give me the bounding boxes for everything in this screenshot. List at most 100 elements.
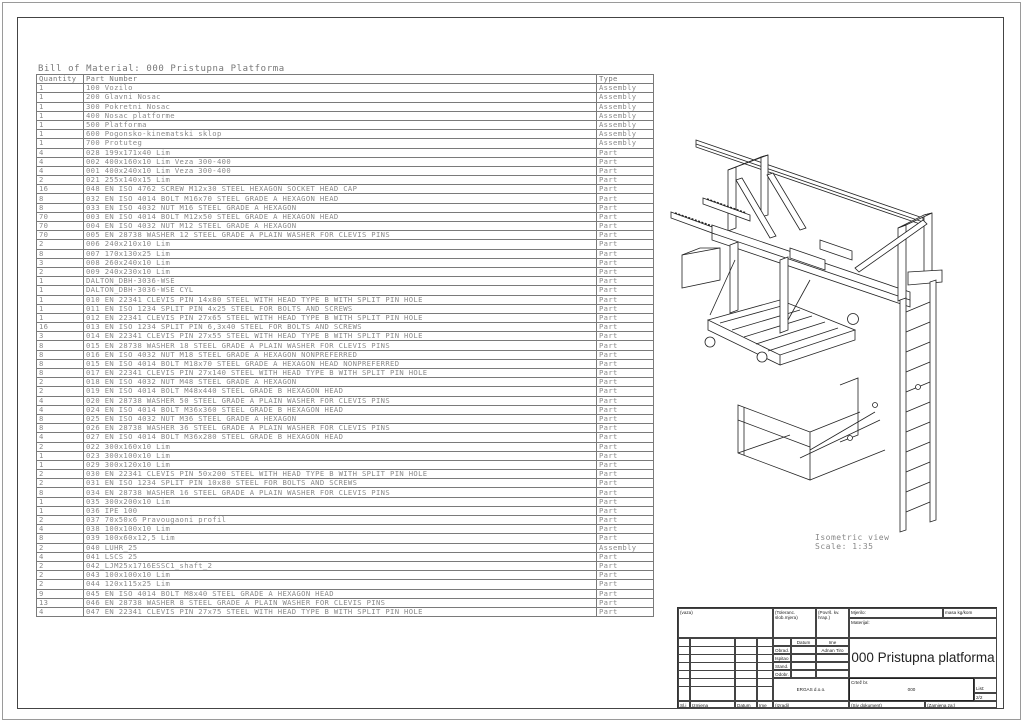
bom-type: Part xyxy=(596,423,654,434)
bom-type: Assembly xyxy=(596,119,654,131)
bom-quantity: 16 xyxy=(36,184,84,195)
bom-quantity: 8 xyxy=(36,533,84,544)
bom-part-number: 010 EN 22341 CLEVIS PIN 14x80 STEEL WITH… xyxy=(83,294,597,305)
column-header-quantity: Quantity xyxy=(36,73,84,85)
bom-part-number: 013 EN ISO 1234 SPLIT PIN 6,3x40 STEEL F… xyxy=(83,322,597,333)
bom-quantity: 16 xyxy=(36,322,84,333)
lower-platform xyxy=(737,377,921,481)
main-beam xyxy=(711,224,911,308)
title-block: (vaza) (Toleranc. slob.mjera) (Površ. kv… xyxy=(677,607,997,708)
bom-quantity: 8 xyxy=(36,193,84,204)
bom-type: Part xyxy=(596,294,654,305)
tb-izradio: (Izradi) xyxy=(773,701,849,708)
bom-quantity: 70 xyxy=(36,230,84,241)
bom-quantity: 1 xyxy=(36,92,84,103)
bom-type: Assembly xyxy=(596,110,654,121)
tb-materijal: Materijal: xyxy=(849,618,997,638)
ladder xyxy=(899,279,937,533)
bom-type: Part xyxy=(596,202,654,213)
bom-part-number: 036 IPE 100 xyxy=(83,505,597,517)
bom-part-number: 043 100x100x10 Lim xyxy=(83,570,597,581)
bom-quantity: 1 xyxy=(36,459,84,471)
tb-ispitao: Ispitao xyxy=(773,654,791,662)
bom-quantity: 8 xyxy=(36,487,84,498)
bom-quantity: 1 xyxy=(36,83,84,94)
tb-datum: Datum xyxy=(735,701,757,708)
bom-part-number: 015 EN 28738 WASHER 18 STEEL GRADE A PLA… xyxy=(83,340,597,351)
bom-part-number: 500 Platforma xyxy=(83,119,597,131)
bom-quantity: 1 xyxy=(36,129,84,140)
tb-sl: Sl.i xyxy=(678,701,690,708)
tb-list-value: 2/2 xyxy=(974,693,997,701)
bom-part-number: 008 260x240x10 Lim xyxy=(83,257,597,268)
bom-part-number: 019 EN ISO 4014 BOLT M48x440 STEEL GRADE… xyxy=(83,386,597,397)
bom-type: Part xyxy=(596,358,654,370)
bom-part-number: 035 300x200x10 Lim xyxy=(83,496,597,507)
bom-part-number: 030 EN 22341 CLEVIS PIN 50x200 STEEL WIT… xyxy=(83,469,597,480)
bom-type: Part xyxy=(596,478,654,489)
tb-rev-col-4 xyxy=(757,638,773,701)
bom-part-number: 038 100x100x10 Lim xyxy=(83,524,597,535)
bom-type: Assembly xyxy=(596,138,654,149)
scale-value: 1:35 xyxy=(852,542,874,551)
bom-part-number: 020 EN 28738 WASHER 50 STEEL GRADE A PLA… xyxy=(83,395,597,406)
bom-part-number: 025 EN ISO 4032 NUT M36 STEEL GRADE A HE… xyxy=(83,413,597,425)
column-header-type: Type xyxy=(596,73,654,85)
tb-zamjena: (Zamjena za:) xyxy=(925,701,997,708)
bom-type: Part xyxy=(596,524,654,535)
bom-type: Part xyxy=(596,175,654,186)
bom-type: Part xyxy=(596,266,654,278)
bom-part-number: 024 EN ISO 4014 BOLT M36x360 STEEL GRADE… xyxy=(83,404,597,415)
bom-type: Part xyxy=(596,257,654,268)
bom-type: Part xyxy=(596,312,654,324)
bom-type: Part xyxy=(596,487,654,498)
bom-type: Part xyxy=(596,496,654,507)
bom-quantity: 70 xyxy=(36,220,84,232)
bom-type: Part xyxy=(596,377,654,388)
bom-type: Assembly xyxy=(596,129,654,140)
bom-part-number: 048 EN ISO 4762 SCREW M12x30 STEEL HEXAG… xyxy=(83,184,597,195)
bom-quantity: 4 xyxy=(36,165,84,177)
bom-quantity: 2 xyxy=(36,239,84,250)
bom-quantity: 2 xyxy=(36,266,84,278)
bom-type: Part xyxy=(596,340,654,351)
bom-type: Assembly xyxy=(596,92,654,103)
bom-type: Part xyxy=(596,184,654,195)
bom-quantity: 1 xyxy=(36,119,84,131)
left-tower xyxy=(727,154,807,239)
bom-quantity: 4 xyxy=(36,404,84,415)
right-tower xyxy=(854,212,943,302)
bom-type: Assembly xyxy=(596,542,654,553)
isometric-view-drawing xyxy=(670,139,943,533)
bom-part-number: 042_LJM25x1716ESSC1_shaft_2 xyxy=(83,560,597,572)
bom-part-number: 026 EN 28738 WASHER 36 STEEL GRADE A PLA… xyxy=(83,423,597,434)
tb-rev-col-2 xyxy=(690,638,735,701)
bom-quantity: 3 xyxy=(36,331,84,342)
bom-type: Part xyxy=(596,432,654,443)
bom-quantity: 1 xyxy=(36,138,84,149)
